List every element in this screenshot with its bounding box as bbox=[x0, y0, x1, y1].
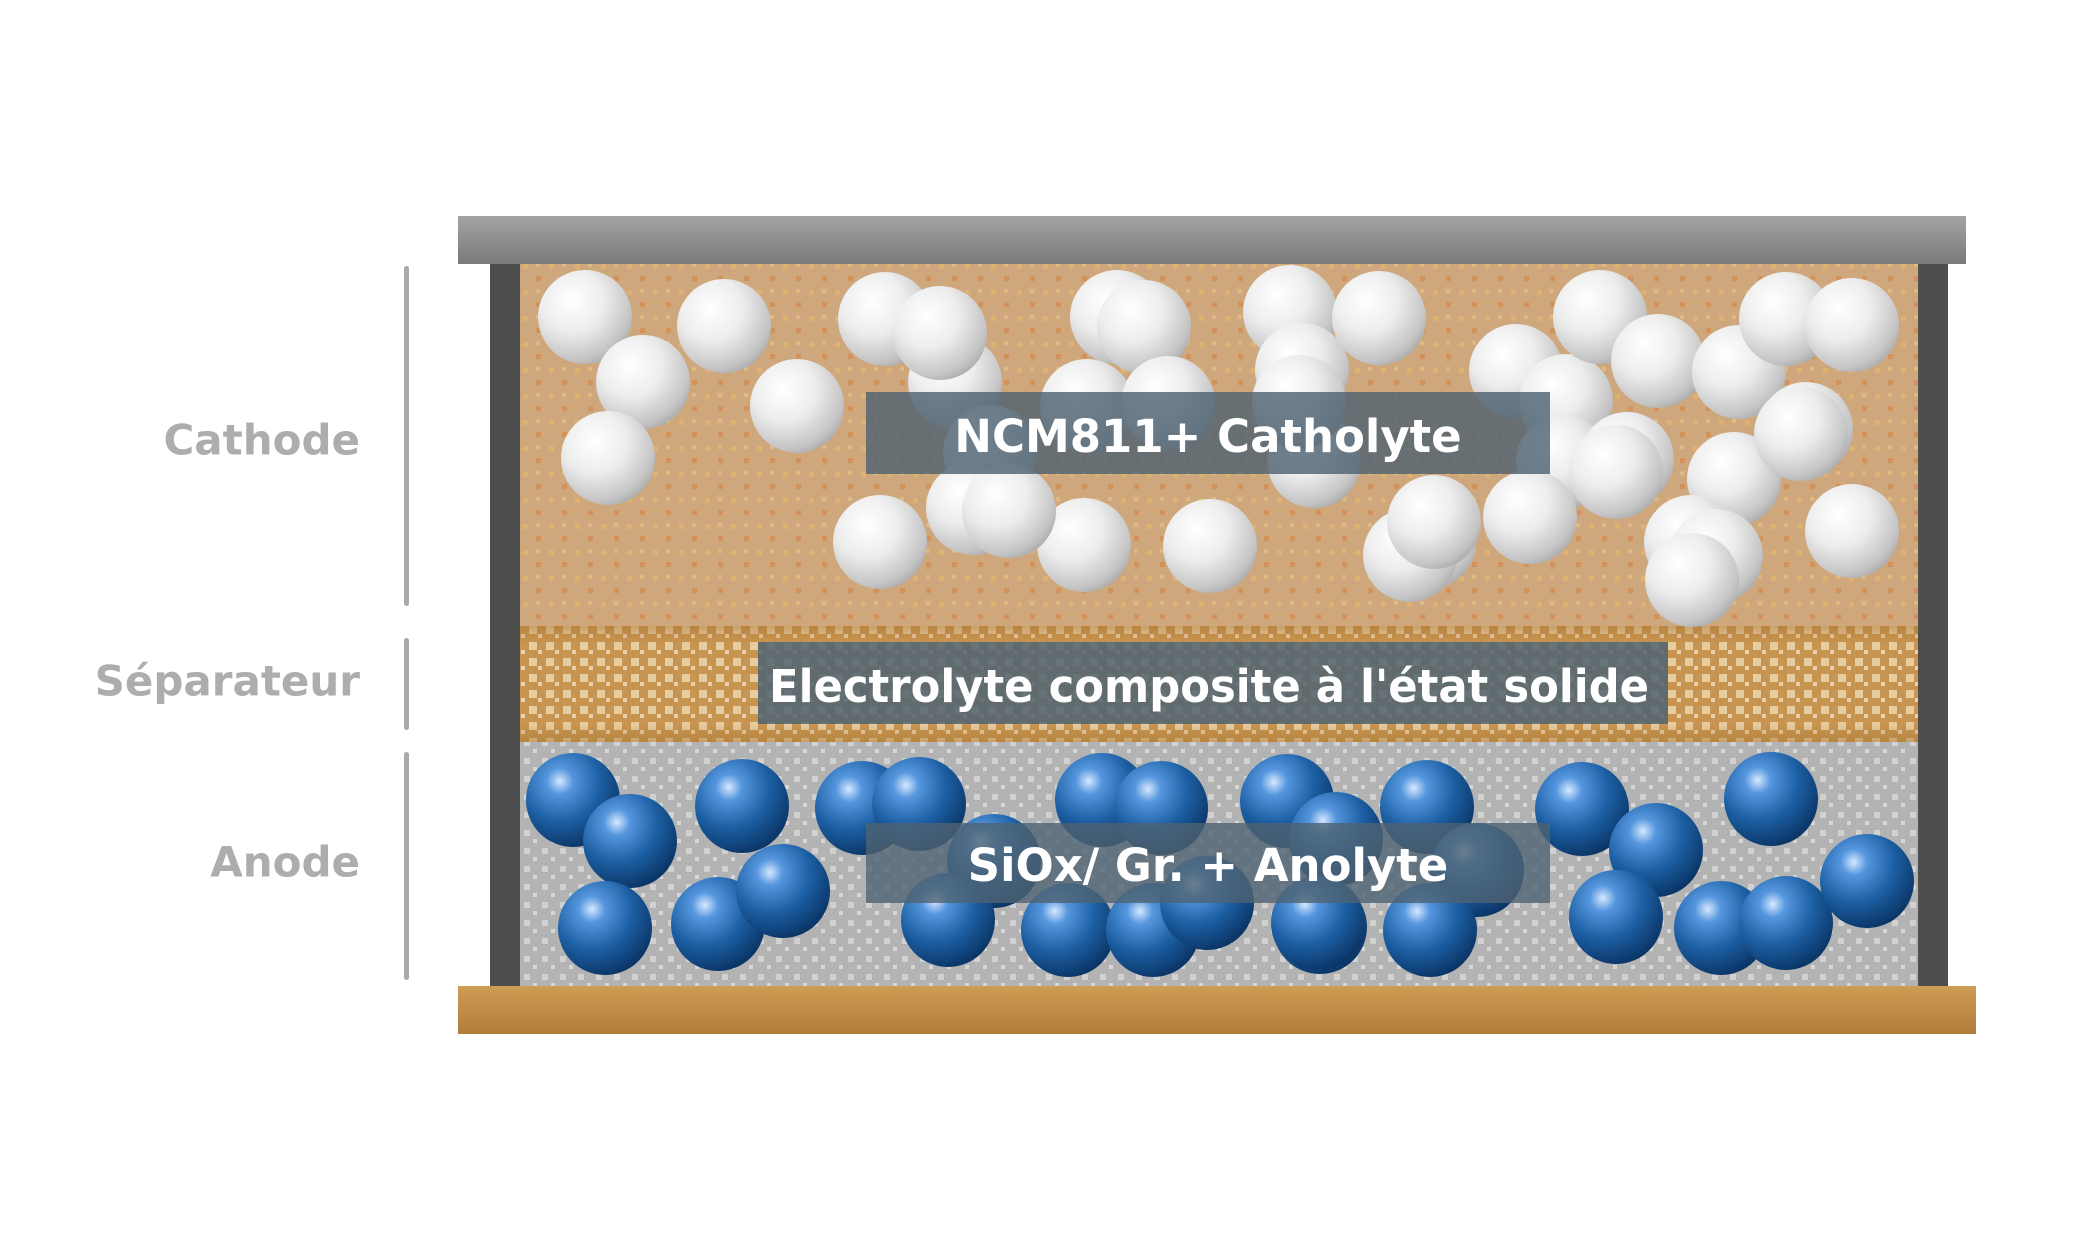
casing-left-wall bbox=[490, 262, 520, 990]
anode-particle-29 bbox=[1820, 834, 1914, 928]
anode-particle-23 bbox=[1535, 762, 1629, 856]
bottom-current-collector bbox=[458, 986, 1976, 1034]
anode-banner: SiOx/ Gr. + Anolyte bbox=[866, 823, 1550, 903]
anode-bracket bbox=[404, 752, 409, 980]
cathode-particle-42 bbox=[1754, 387, 1848, 481]
anode-particle-22 bbox=[1383, 883, 1477, 977]
top-current-collector bbox=[458, 216, 1966, 264]
cathode-particle-22 bbox=[1332, 271, 1426, 365]
anode-particle-13 bbox=[1021, 883, 1115, 977]
anode-banner-text: SiOx/ Gr. + Anolyte bbox=[968, 839, 1449, 892]
separator-banner: Electrolyte composite à l'état solide bbox=[758, 642, 1668, 724]
cathode-particle-14 bbox=[1037, 498, 1131, 592]
anode-particle-3 bbox=[558, 881, 652, 975]
separator-bracket bbox=[404, 638, 409, 730]
cathode-particle-32 bbox=[1611, 314, 1705, 408]
anode-particle-28 bbox=[1724, 752, 1818, 846]
separator-label: Séparateur bbox=[94, 656, 360, 706]
cathode-particle-9 bbox=[893, 286, 987, 380]
cathode-particle-3 bbox=[561, 411, 655, 505]
cathode-label: Cathode bbox=[163, 415, 360, 465]
cathode-particle-16 bbox=[1163, 499, 1257, 593]
anode-particle-2 bbox=[583, 794, 677, 888]
cathode-particle-2 bbox=[596, 335, 690, 429]
cathode-particle-4 bbox=[677, 279, 771, 373]
cathode-particle-15 bbox=[962, 464, 1056, 558]
anode-particle-25 bbox=[1569, 870, 1663, 964]
cathode-banner-text: NCM811+ Catholyte bbox=[954, 410, 1461, 463]
cathode-particle-10 bbox=[833, 495, 927, 589]
cathode-particle-34 bbox=[1569, 425, 1663, 519]
cathode-particle-41 bbox=[1645, 533, 1739, 627]
anode-particle-27 bbox=[1739, 876, 1833, 970]
cathode-bracket bbox=[404, 266, 409, 606]
cathode-particle-43 bbox=[1805, 278, 1899, 372]
separator-banner-text: Electrolyte composite à l'état solide bbox=[769, 660, 1649, 713]
cathode-banner: NCM811+ Catholyte bbox=[866, 392, 1550, 474]
anode-particle-6 bbox=[736, 844, 830, 938]
cathode-particle-26 bbox=[1387, 475, 1481, 569]
cathode-particle-13 bbox=[1097, 280, 1191, 374]
cathode-particle-30 bbox=[1483, 470, 1577, 564]
cathode-particle-44 bbox=[1805, 484, 1899, 578]
cathode-particle-1 bbox=[538, 270, 632, 364]
anode-particle-4 bbox=[695, 759, 789, 853]
cathode-particle-5 bbox=[750, 359, 844, 453]
casing-right-wall bbox=[1918, 262, 1948, 990]
anode-label: Anode bbox=[210, 837, 360, 887]
